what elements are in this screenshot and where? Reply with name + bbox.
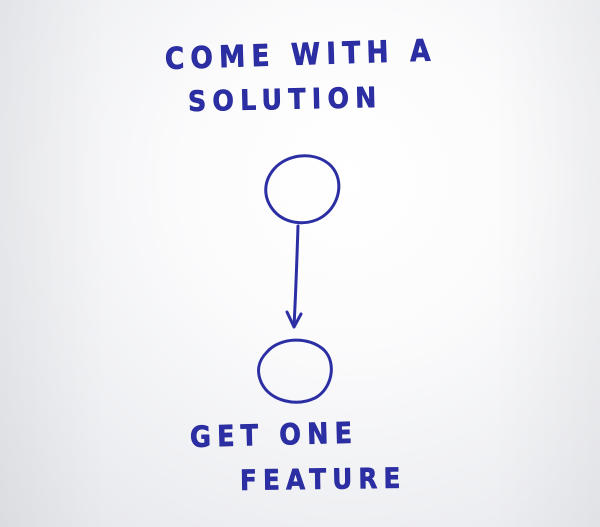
top-circle xyxy=(264,154,341,225)
arrow-head xyxy=(285,310,303,329)
connector-line xyxy=(292,224,300,328)
bottom-label-line-2: FEATURE xyxy=(239,461,407,497)
top-label-line-2: SOLUTION xyxy=(187,80,383,119)
top-label-line-1: COME WITH A xyxy=(164,33,438,77)
bottom-circle xyxy=(257,338,333,404)
bottom-label-line-1: GET ONE xyxy=(189,415,359,454)
